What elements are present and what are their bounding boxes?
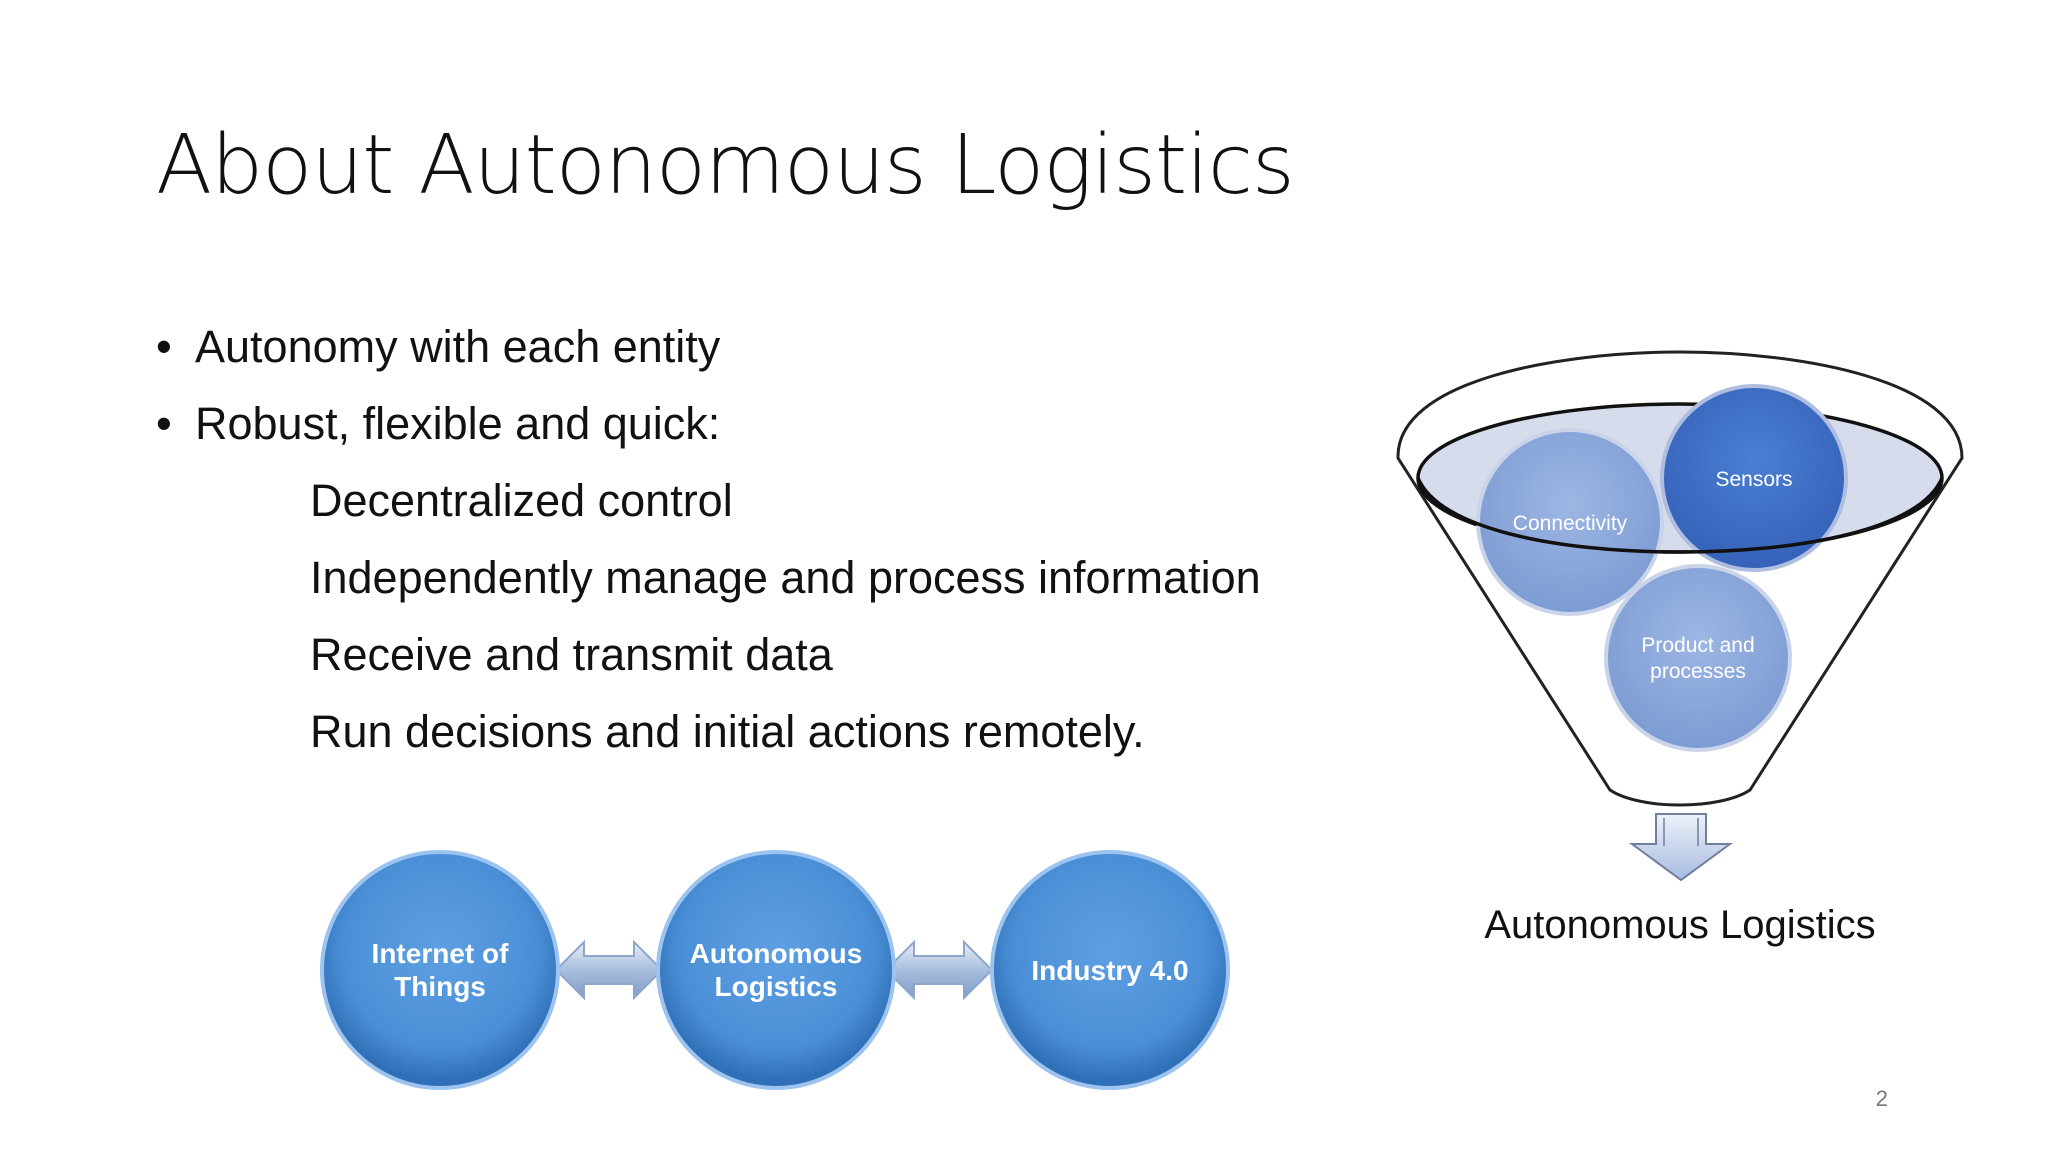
funnel-output-label: Autonomous Logistics xyxy=(1484,903,1875,947)
double-arrow-icon xyxy=(554,939,664,1001)
slide-title: About Autonomous Logistics xyxy=(156,118,1295,213)
flow-circle-label: Autonomous xyxy=(690,938,863,969)
down-arrow-icon xyxy=(1628,813,1734,882)
bullet-dot-icon: • xyxy=(156,398,172,449)
bullet-item: •Robust, flexible and quick: xyxy=(156,385,1261,462)
flow-diagram: Internet of Things Autonomous Logistics … xyxy=(320,850,1230,1090)
flow-circle-industry: Industry 4.0 xyxy=(990,850,1230,1090)
funnel-circle-product: Product and processes xyxy=(1604,564,1792,752)
flow-circle-iot: Internet of Things xyxy=(320,850,560,1090)
sub-item: Receive and transmit data xyxy=(310,629,833,680)
funnel-circle-connectivity: Connectivity xyxy=(1476,428,1664,616)
sub-item: Decentralized control xyxy=(310,475,733,526)
funnel-label-product: Product and xyxy=(1641,634,1754,657)
funnel-diagram: Connectivity Sensors Product and process… xyxy=(1396,350,1964,947)
flow-circle-autonomous-logistics: Autonomous Logistics xyxy=(656,850,896,1090)
funnel-label-connectivity: Connectivity xyxy=(1513,512,1628,535)
page-number: 2 xyxy=(1875,1086,1888,1111)
flow-circle-label: Things xyxy=(394,971,486,1002)
funnel-rim-front xyxy=(1416,477,1944,554)
sub-item: Run decisions and initial actions remote… xyxy=(310,706,1145,757)
flow-circle-label: Industry 4.0 xyxy=(1031,955,1188,986)
double-arrow-icon xyxy=(884,939,994,1001)
bullet-list: •Autonomy with each entity •Robust, flex… xyxy=(156,308,1261,770)
funnel-circle-sensors: Sensors xyxy=(1660,384,1848,572)
sub-item: Independently manage and process informa… xyxy=(310,552,1261,603)
bullet-dot-icon: • xyxy=(156,321,172,372)
funnel-label-product: processes xyxy=(1650,660,1746,683)
bullet-item: •Autonomy with each entity xyxy=(156,308,1261,385)
flow-circle-label: Logistics xyxy=(715,971,838,1002)
funnel-label-sensors: Sensors xyxy=(1715,468,1792,491)
flow-circle-label: Internet of xyxy=(372,938,510,969)
